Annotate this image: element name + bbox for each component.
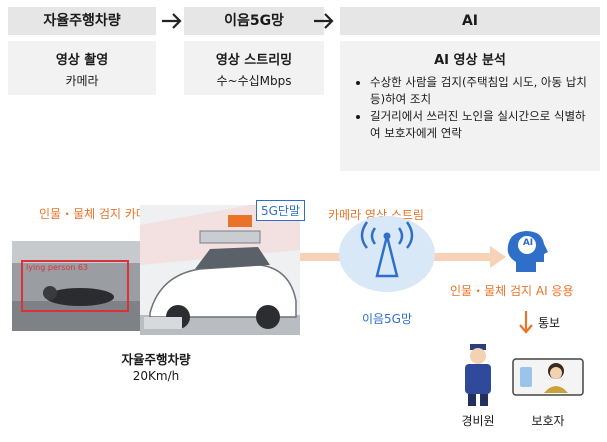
- autonomous-car-image: [140, 205, 300, 335]
- guardian-icon: [512, 358, 584, 396]
- box-capture-sub: 카메라: [65, 74, 99, 88]
- network-5g-icon: [339, 216, 435, 292]
- ai-head-text: AI: [522, 238, 534, 248]
- badge-5g-terminal: 5G단말: [256, 200, 306, 221]
- guardian-label: 보호자: [531, 414, 565, 428]
- detection-photo: [12, 241, 152, 331]
- ai-bullet-item: 수상한 사람을 검지(주택침입 시도, 아동 납치 등)하여 조치: [370, 74, 594, 108]
- phone-icon: [520, 367, 532, 387]
- car-window: [195, 247, 270, 269]
- security-guard-icon: [465, 344, 491, 406]
- roof-sensor-rack: [199, 230, 261, 244]
- arrow-right-icon: [314, 13, 334, 29]
- header-step-ai: AI: [340, 7, 600, 35]
- notify-label: 통보: [538, 316, 561, 330]
- box-ai-title: AI 영상 분석: [434, 53, 506, 68]
- car-label: 자율주행차량: [121, 352, 191, 367]
- header-step-vehicle: 자율주행차량: [8, 7, 156, 35]
- car-speed: 20Km/h: [132, 369, 180, 383]
- car-wheel: [256, 305, 280, 329]
- detection-label: lying person 63: [26, 263, 89, 272]
- network-label: 이음5G망: [361, 312, 413, 326]
- guard-label: 경비원: [461, 414, 495, 428]
- camera-label: 인물・물체 검지 카메라: [39, 207, 158, 221]
- box-capture-title: 영상 촬영: [55, 53, 109, 68]
- ai-bullet-list: 수상한 사람을 검지(주택침입 시도, 아동 납치 등)하여 조치 길거리에서 …: [340, 74, 600, 142]
- box-capture: 영상 촬영 카메라: [8, 41, 156, 95]
- box-streaming: 영상 스트리밍 수~수십Mbps: [184, 41, 324, 95]
- ai-application-label: 인물・물체 검지 AI 응용: [450, 284, 574, 298]
- lying-person-shape: [46, 288, 114, 306]
- box-streaming-sub: 수~수십Mbps: [216, 74, 292, 88]
- camera-device: [228, 215, 252, 227]
- header-step-network: 이음5G망: [184, 7, 324, 35]
- box-streaming-title: 영상 스트리밍: [215, 53, 293, 68]
- arrow-down-icon: [519, 311, 533, 334]
- ai-bullet-item: 길거리에서 쓰러진 노인을 실시간으로 식별하여 보호자에게 연락: [370, 108, 594, 142]
- ai-head-icon: [507, 231, 548, 272]
- box-ai-analysis: AI 영상 분석 수상한 사람을 검지(주택침입 시도, 아동 납치 등)하여 …: [340, 41, 600, 171]
- detection-box: [21, 260, 129, 312]
- arrow-right-icon: [162, 13, 182, 29]
- antenna-tower: [375, 235, 399, 278]
